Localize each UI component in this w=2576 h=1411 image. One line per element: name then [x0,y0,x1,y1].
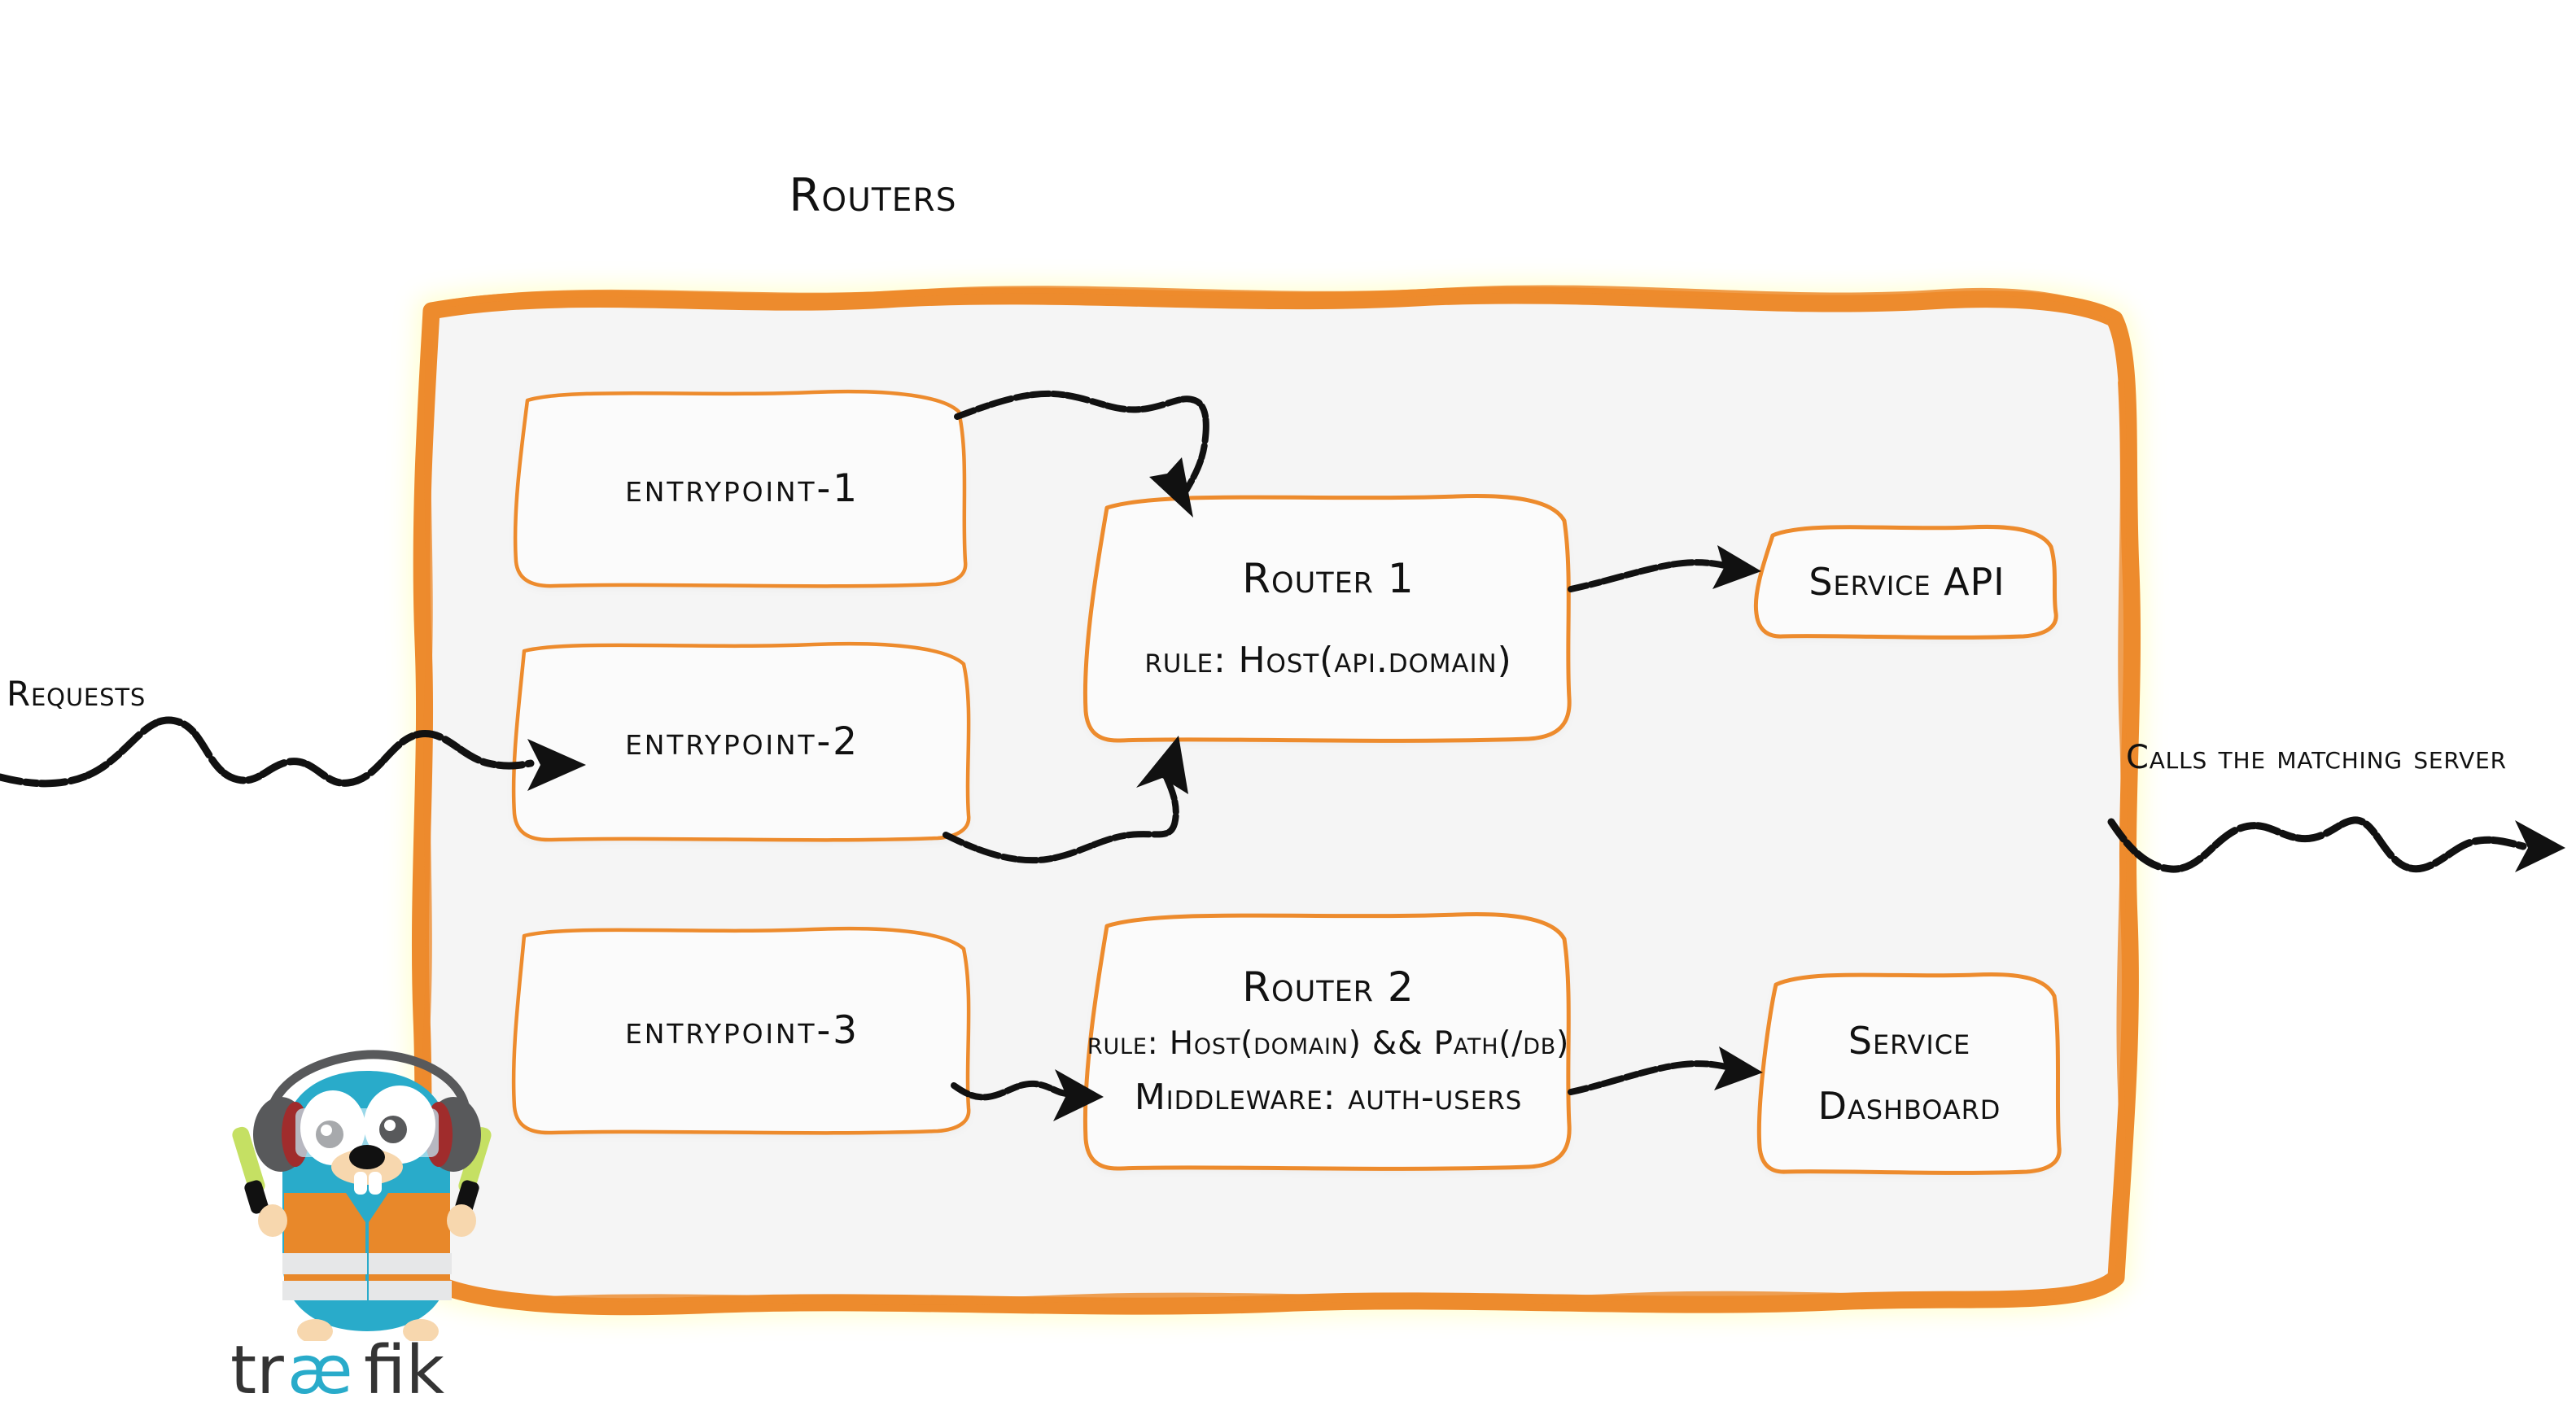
entrypoint-2-box[interactable]: entrypoint-2 [514,641,970,841]
traefik-gopher-icon [232,1050,492,1343]
wordmark-part2: fik [364,1335,445,1408]
wordmark-ligature: æ [287,1335,353,1408]
gopher-tooth-right [369,1172,382,1195]
gopher-hand-left [258,1204,287,1237]
entrypoint-1-label: entrypoint-1 [625,465,859,511]
safety-vest [282,1193,452,1300]
service-api-label: Service API [1808,560,2005,604]
requests-label: Requests [7,674,147,714]
gopher-nose [349,1145,385,1169]
gopher-tooth-left [354,1172,367,1195]
service-dashboard-box[interactable]: Service Dashboard [1758,972,2061,1175]
page-title: Routers [789,169,957,222]
entrypoint-2-label: entrypoint-2 [625,719,859,764]
router-2-box[interactable]: Router 2 rule: Host(domain) && Path(/db)… [1086,911,1571,1170]
entrypoint-3-label: entrypoint-3 [625,1007,859,1053]
traefik-wordmark-icon: tr æ fik [230,1332,445,1409]
calls-the-matching-server-label: Calls the matching server [2126,739,2507,776]
traefik-wordmark: tr æ fik [224,1332,501,1409]
gopher-foot-right [403,1319,439,1343]
headphone-band-icon [269,1050,470,1110]
service-dashboard-label-line2: Dashboard [1817,1084,2001,1128]
service-dashboard-label-line1: Service [1848,1019,1971,1063]
traefik-logo: tr æ fik [224,1048,501,1409]
gopher-foot-left [297,1319,333,1343]
glowstick-left-icon [232,1126,269,1214]
entrypoint-1-box[interactable]: entrypoint-1 [516,389,969,588]
router-1-title: Router 1 [1242,554,1415,602]
entrypoint-3-box[interactable]: entrypoint-3 [514,926,970,1134]
router-1-rule: rule: Host(api.domain) [1144,639,1512,681]
router-2-rule: rule: Host(domain) && Path(/db) [1087,1025,1570,1062]
gopher-hand-right [447,1204,476,1237]
router-1-box[interactable]: Router 1 rule: Host(api.domain) [1086,493,1571,742]
wordmark-part1: tr [230,1335,284,1408]
service-api-box[interactable]: Service API [1756,524,2058,640]
router-2-title: Router 2 [1242,963,1415,1011]
router-2-middleware: Middleware: auth-users [1134,1077,1523,1118]
